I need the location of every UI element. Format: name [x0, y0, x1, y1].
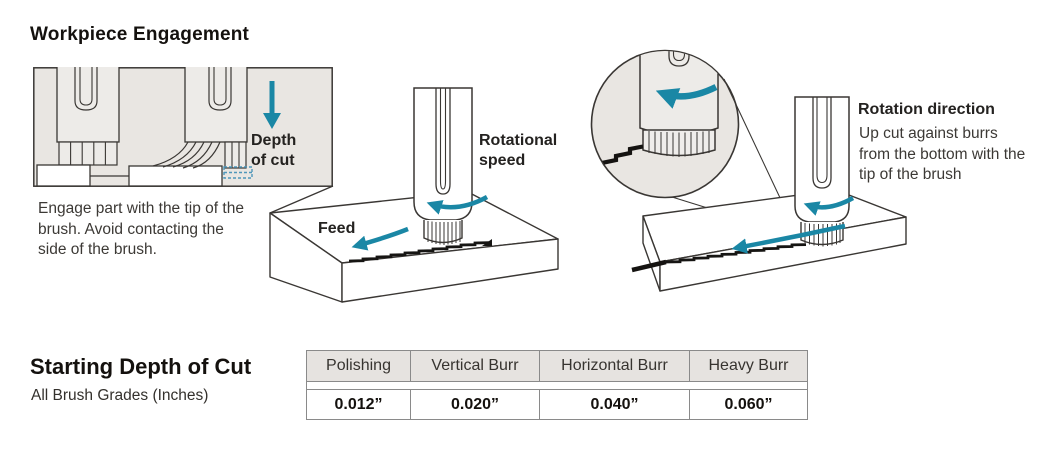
- table-header-polishing: Polishing: [307, 351, 410, 382]
- rotation-direction-title: Rotation direction: [858, 101, 995, 118]
- rotation-arrow-icon: [803, 196, 855, 216]
- feed-label: Feed: [318, 220, 356, 237]
- depth-arrow-icon: [263, 81, 281, 129]
- depth-of-cut-inset-diagram: [33, 67, 333, 187]
- table-value-polishing: 0.012”: [307, 389, 410, 419]
- burr-overhang: [631, 259, 667, 273]
- brush-tool: [413, 87, 473, 245]
- starting-depth-heading: Starting Depth of Cut: [30, 354, 252, 379]
- brush-tool: [794, 96, 850, 247]
- rotation-arrow-icon: [426, 195, 489, 215]
- feed-arrow-icon: [731, 223, 846, 254]
- workpiece-steps: [36, 164, 223, 187]
- rotational-speed-label: Rotational speed: [479, 132, 558, 169]
- feed-arrow-icon: [351, 226, 409, 251]
- table-value-horizontal-burr: 0.040”: [539, 389, 689, 419]
- table-value-vertical-burr: 0.020”: [410, 389, 539, 419]
- depth-indicator-dashes: [223, 166, 253, 179]
- depth-of-cut-label: Depth of cut: [251, 132, 297, 169]
- table-header-horizontal-burr: Horizontal Burr: [539, 351, 689, 382]
- table-value-row: 0.012” 0.020” 0.040” 0.060”: [307, 389, 807, 419]
- table-header-vertical-burr: Vertical Burr: [410, 351, 539, 382]
- feed-speed-diagram: [269, 87, 559, 303]
- engagement-caption: Engage part with the tip of the brush. A…: [38, 200, 244, 258]
- block-back-edge: [269, 185, 334, 214]
- contact-point: [482, 239, 492, 246]
- rotation-direction-caption: Up cut against burrs from the bottom wit…: [859, 125, 1026, 183]
- starting-depth-table: Polishing Vertical Burr Horizontal Burr …: [306, 350, 808, 420]
- page-title: Workpiece Engagement: [30, 24, 250, 45]
- burr-edge: [348, 241, 490, 263]
- table-header-heavy-burr: Heavy Burr: [689, 351, 807, 382]
- rotation-arrow-zoomed-icon: [655, 84, 718, 109]
- rotation-direction-diagram: [590, 49, 907, 292]
- table-gap-band: [307, 382, 807, 389]
- starting-depth-subheading: All Brush Grades (Inches): [31, 387, 209, 404]
- brush-left: [56, 67, 120, 166]
- table-value-heavy-burr: 0.060”: [689, 389, 807, 419]
- table-header-row: Polishing Vertical Burr Horizontal Burr …: [307, 351, 807, 382]
- workpiece-block: [269, 191, 559, 303]
- brush-right: [152, 67, 248, 169]
- zoom-circle-content: [592, 51, 719, 173]
